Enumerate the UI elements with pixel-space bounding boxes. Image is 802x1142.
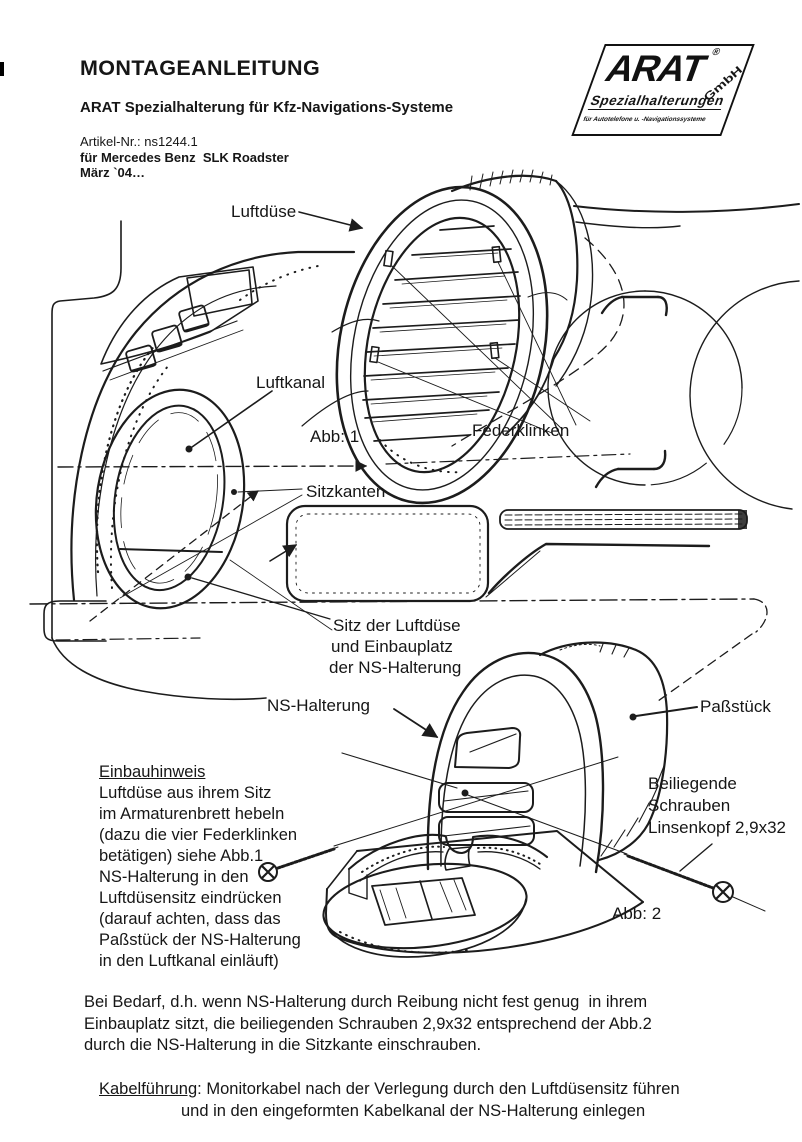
figure2-caption: Abb: 2 <box>612 904 661 923</box>
bedarf-paragraph: Bei Bedarf, d.h. wenn NS-Halterung durch… <box>84 993 652 1054</box>
screw-right <box>623 853 766 912</box>
label-sitzkanten: Sitzkanten <box>306 482 385 501</box>
logo-brand-text: ARAT <box>600 48 712 89</box>
label-sitz-der-luftduese: und Einbauplatz <box>331 637 453 656</box>
label-ns-halterung: NS-Halterung <box>267 696 370 715</box>
kabelfuehrung-block: Kabelführung: Monitorkabel nach der Verl… <box>99 1078 680 1122</box>
logo-line2: für Autotelefone u. -Navigationssysteme <box>581 116 707 123</box>
kabelfuehrung-line1: : Monitorkabel nach der Verlegung durch … <box>197 1080 680 1098</box>
einbauhinweis-block: Einbauhinweis Luftdüse aus ihrem Sitz im… <box>99 762 301 972</box>
kabelfuehrung-heading: Kabelführung <box>99 1080 198 1098</box>
label-schrauben: Linsenkopf 2,9x32 <box>648 818 786 837</box>
figure1-dashboard-sketch: Luftdüse Luftkanal Abb: 1 Federklinken S… <box>29 169 800 702</box>
label-passstueck: Paßstück <box>700 697 771 716</box>
label-federklinken: Federklinken <box>472 421 569 440</box>
article-info: Artikel-Nr.: ns1244.1 für Mercedes Benz … <box>80 134 289 181</box>
model-date: März `04… <box>80 165 146 180</box>
figure2-mount-sketch: NS-Halterung Paßstück Beiliegende Schrau… <box>258 641 786 958</box>
page-title: MONTAGEANLEITUNG <box>80 56 321 80</box>
kabelfuehrung-line2: und in den eingeformten Kabelkanal der N… <box>181 1102 646 1120</box>
screw-left <box>258 846 339 882</box>
label-schrauben: Beiliegende <box>648 774 737 793</box>
vehicle-model: für Mercedes Benz SLK Roadster <box>80 149 289 165</box>
label-luftkanal: Luftkanal <box>256 373 325 392</box>
einbauhinweis-body: Luftdüse aus ihrem Sitz im Armaturenbret… <box>99 784 301 970</box>
figure1-caption: Abb: 1 <box>310 427 359 446</box>
registered-trademark-icon: ® <box>710 47 722 58</box>
label-luftduese: Luftdüse <box>231 202 296 221</box>
einbauhinweis-heading: Einbauhinweis <box>99 763 206 781</box>
article-number: Artikel-Nr.: ns1244.1 <box>80 134 198 149</box>
label-sitz-der-luftduese: der NS-Halterung <box>329 658 461 677</box>
scan-artifact <box>0 62 4 76</box>
label-sitz-der-luftduese: Sitz der Luftdüse <box>333 616 461 635</box>
label-schrauben: Schrauben <box>648 796 730 815</box>
logo-line1: Spezialhalterungen <box>587 93 727 110</box>
page-subtitle: ARAT Spezialhalterung für Kfz-Navigation… <box>80 99 454 116</box>
